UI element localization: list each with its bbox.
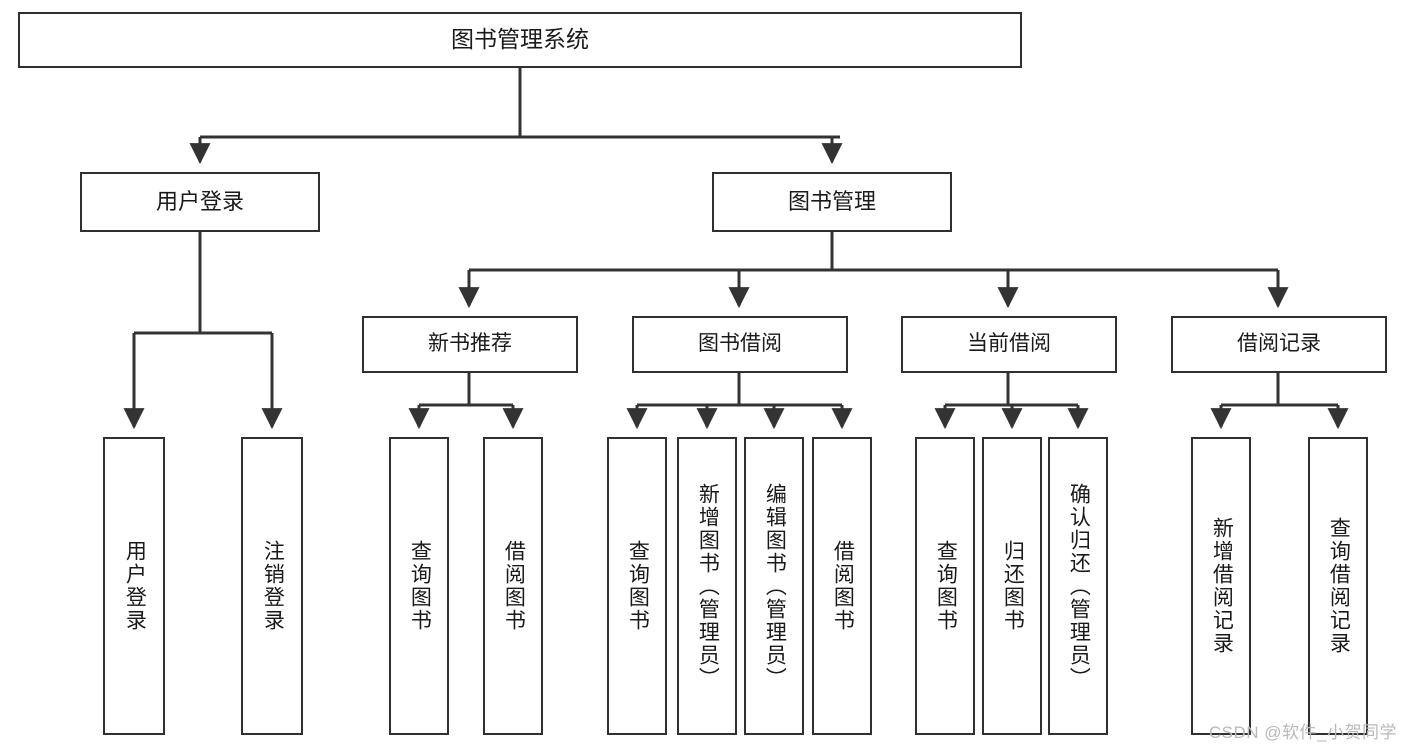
node-leaf-confirm-return[interactable]: 确认归还（管理员） xyxy=(1048,437,1108,735)
node-leaf-add-record[interactable]: 新增借阅记录 xyxy=(1191,437,1251,735)
node-leaf-user-login[interactable]: 用户登录 xyxy=(103,437,165,735)
node-leaf-add-record-label: 新增借阅记录 xyxy=(1210,517,1234,655)
node-borrow-record[interactable]: 借阅记录 xyxy=(1171,316,1387,373)
node-leaf-borrow-book-2-label: 借阅图书 xyxy=(831,540,855,632)
node-user-login-label: 用户登录 xyxy=(155,189,244,215)
node-leaf-return-book[interactable]: 归还图书 xyxy=(982,437,1042,735)
node-leaf-query-book-1-label: 查询图书 xyxy=(408,540,432,632)
node-leaf-add-book-label: 新增图书（管理员） xyxy=(696,482,720,690)
node-current-borrow[interactable]: 当前借阅 xyxy=(901,316,1117,373)
node-new-book-recommend-label: 新书推荐 xyxy=(428,332,512,356)
node-leaf-edit-book[interactable]: 编辑图书（管理员） xyxy=(744,437,804,735)
watermark: CSDN @软件_小贺同学 xyxy=(1208,723,1397,742)
node-leaf-edit-book-label: 编辑图书（管理员） xyxy=(763,482,787,690)
node-leaf-query-record-label: 查询借阅记录 xyxy=(1327,517,1351,655)
node-leaf-query-book-3-label: 查询图书 xyxy=(934,540,958,632)
node-leaf-return-book-label: 归还图书 xyxy=(1001,540,1025,632)
node-book-borrow[interactable]: 图书借阅 xyxy=(632,316,848,373)
node-leaf-query-book-1[interactable]: 查询图书 xyxy=(389,437,449,735)
node-leaf-query-book-2-label: 查询图书 xyxy=(626,540,650,632)
node-leaf-borrow-book-1-label: 借阅图书 xyxy=(502,540,526,632)
node-leaf-borrow-book-1[interactable]: 借阅图书 xyxy=(483,437,543,735)
node-root[interactable]: 图书管理系统 xyxy=(18,12,1022,68)
node-current-borrow-label: 当前借阅 xyxy=(967,332,1051,356)
node-leaf-query-record[interactable]: 查询借阅记录 xyxy=(1308,437,1368,735)
node-book-manage[interactable]: 图书管理 xyxy=(712,172,952,232)
node-leaf-query-book-3[interactable]: 查询图书 xyxy=(915,437,975,735)
node-book-borrow-label: 图书借阅 xyxy=(698,332,782,356)
node-root-label: 图书管理系统 xyxy=(451,26,589,53)
node-leaf-user-login-label: 用户登录 xyxy=(123,540,147,632)
node-leaf-logout[interactable]: 注销登录 xyxy=(241,437,303,735)
node-user-login[interactable]: 用户登录 xyxy=(80,172,320,232)
node-leaf-borrow-book-2[interactable]: 借阅图书 xyxy=(812,437,872,735)
node-borrow-record-label: 借阅记录 xyxy=(1237,332,1321,356)
node-leaf-confirm-return-label: 确认归还（管理员） xyxy=(1067,482,1091,690)
node-book-manage-label: 图书管理 xyxy=(787,189,876,215)
node-new-book-recommend[interactable]: 新书推荐 xyxy=(362,316,578,373)
node-leaf-add-book[interactable]: 新增图书（管理员） xyxy=(677,437,737,735)
node-leaf-query-book-2[interactable]: 查询图书 xyxy=(607,437,667,735)
node-leaf-logout-label: 注销登录 xyxy=(261,540,285,632)
